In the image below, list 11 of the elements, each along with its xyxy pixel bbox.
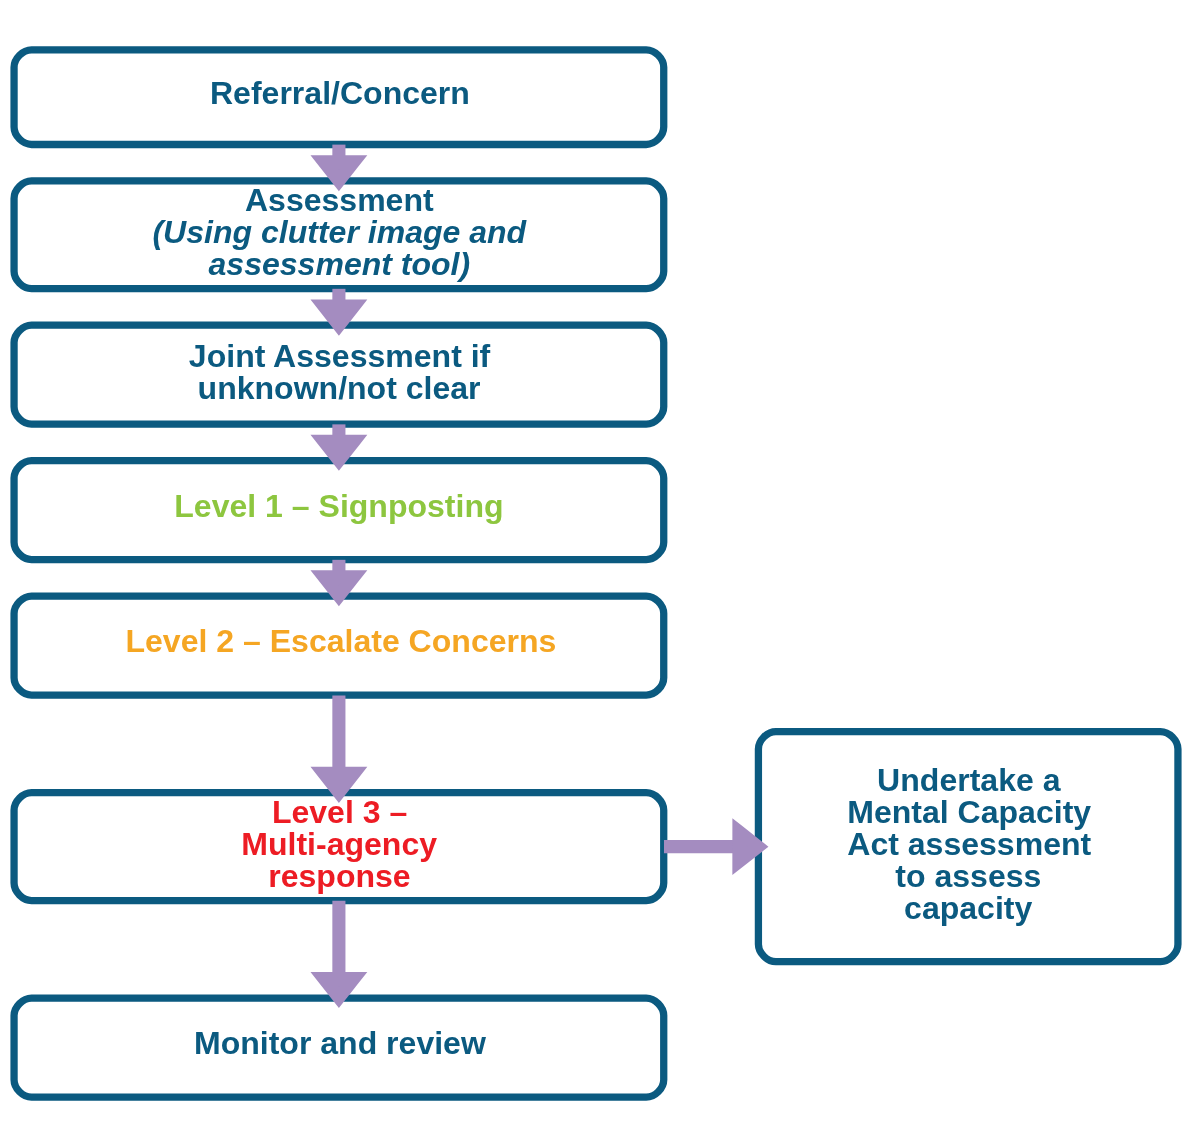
node-box: Monitor and review [10,994,668,1101]
node-box: Level 2 – Escalate Concerns [10,591,668,699]
arrow [664,817,769,875]
node-box: Level 3 – Multi-agency response [10,788,668,904]
node-box: Referral/Concern [10,45,668,148]
node-box: Assessment (Using clutter image and assessment tool) [10,176,668,292]
arrow [310,900,368,1008]
node-box: Undertake a Mental Capacity Act assessment to assess capacity [754,727,1182,965]
node-box: Level 1 – Signposting [10,456,668,563]
arrow [310,695,368,803]
node-box: Joint Assessment if unknown/not clear [10,321,668,428]
